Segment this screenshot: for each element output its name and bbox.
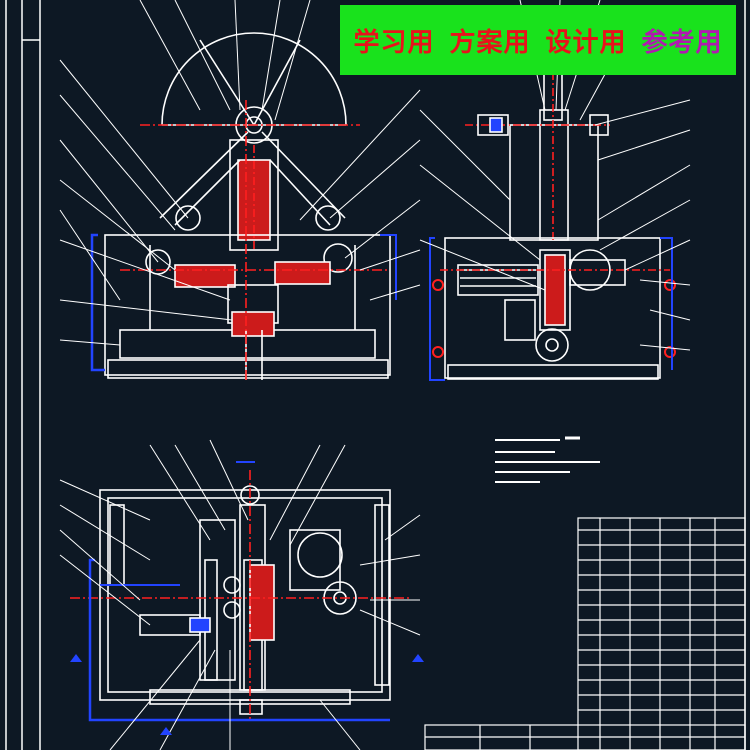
side-gear [535, 328, 569, 362]
title-block [424, 517, 746, 750]
front-view [59, 0, 421, 380]
technical-notes [495, 436, 600, 483]
banner-study-label: 学习用 [353, 27, 435, 58]
roller-right [315, 205, 341, 231]
banner-plan-label: 方案用 [449, 27, 531, 58]
sector-plate [161, 32, 347, 126]
roller-left [175, 205, 201, 231]
main-column [229, 139, 279, 251]
banner-reference-label: 参考用 [641, 27, 723, 58]
side-housing [444, 237, 661, 379]
banner-design-label: 设计用 [545, 27, 627, 58]
top-view [59, 439, 424, 750]
side-view [419, 0, 691, 381]
side-balloons [432, 279, 676, 358]
front-leaders [59, 0, 421, 346]
usage-banner: 学习用 方案用 设计用 参考用 [340, 5, 736, 75]
